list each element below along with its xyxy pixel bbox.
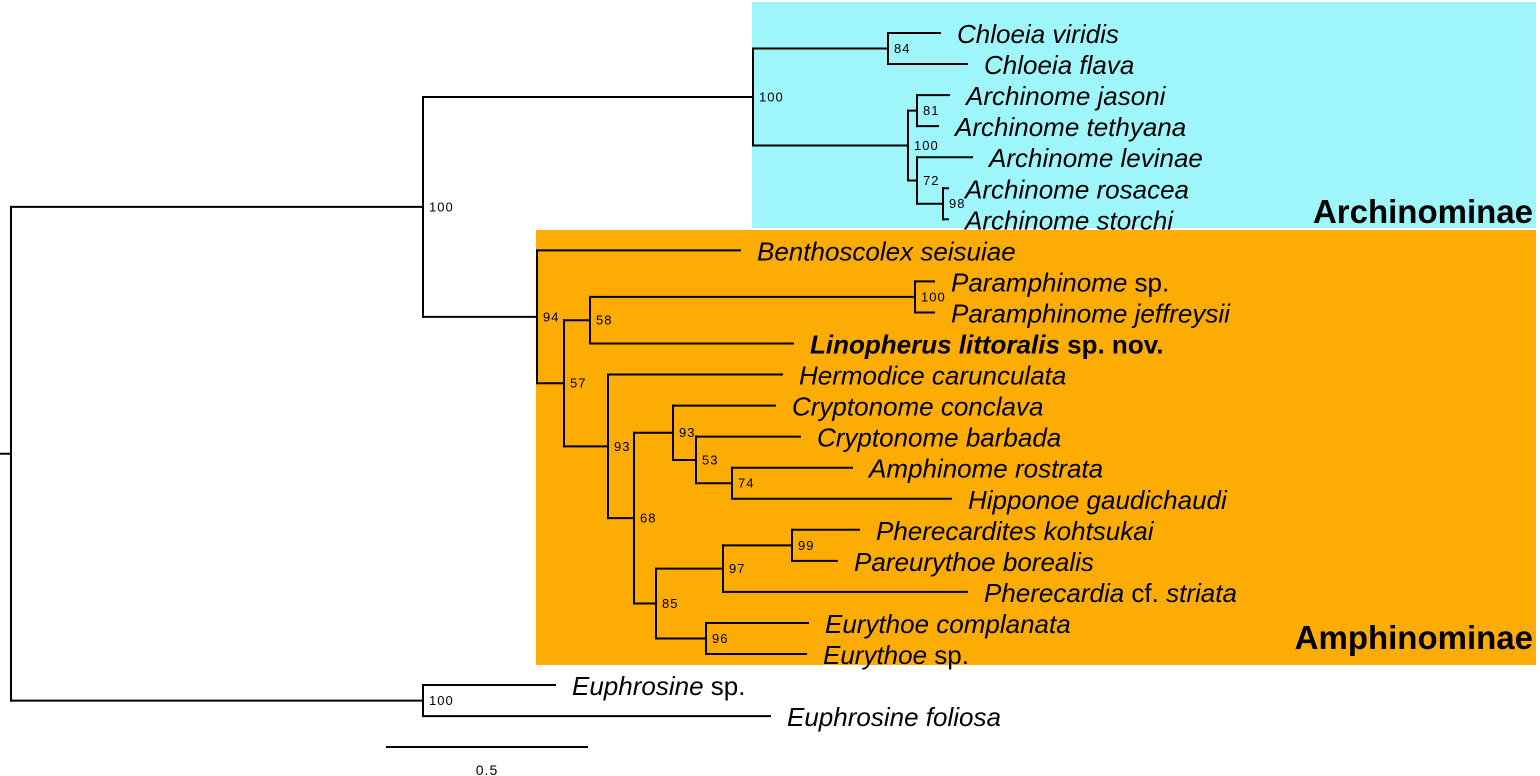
taxon-label-part: Archinome rosacea — [963, 174, 1189, 204]
support-value: 100 — [759, 89, 784, 104]
taxon-label-part: Cryptonome barbada — [817, 423, 1061, 453]
taxon-label: Cryptonome conclava — [792, 391, 1043, 421]
taxon-label: Pherecardites kohtsukai — [876, 516, 1155, 546]
taxon-label-part: sp. — [927, 640, 969, 670]
taxon-label: Hermodice carunculata — [799, 360, 1066, 390]
taxon-label-part: Paramphinome — [951, 267, 1127, 297]
support-value: 68 — [640, 511, 656, 526]
taxon-label-part: Cryptonome conclava — [792, 391, 1043, 421]
clade-label-amphinominae: Amphinominae — [1295, 619, 1533, 656]
taxon-label-part: Euphrosine — [572, 671, 704, 701]
support-value: 57 — [570, 376, 586, 391]
scale-bar-label: 0.5 — [476, 762, 498, 776]
support-value: 100 — [921, 289, 946, 304]
taxon-label-part: Chloeia flava — [984, 50, 1134, 80]
scale-bar: 0.5 — [386, 746, 588, 776]
taxon-label-part: Hermodice carunculata — [799, 360, 1066, 390]
taxon-label: Linopherus littoralis sp. nov. — [810, 329, 1163, 359]
support-value: 94 — [543, 309, 559, 324]
taxon-label-part: Eurythoe — [823, 640, 927, 670]
taxon-label-part: Pherecardia — [984, 578, 1124, 608]
support-value: 84 — [894, 41, 910, 56]
support-value: 100 — [429, 693, 454, 708]
support-value: 85 — [662, 596, 678, 611]
support-value: 58 — [596, 313, 612, 328]
support-value: 100 — [429, 199, 454, 214]
support-value: 96 — [712, 631, 728, 646]
taxon-label: Eurythoe sp. — [823, 640, 969, 670]
taxon-label: Pherecardia cf. striata — [984, 578, 1237, 608]
taxon-label-part: sp. nov. — [1060, 329, 1164, 359]
taxon-label: Benthoscolex seisuiae — [757, 236, 1016, 266]
taxon-label-part: Hipponoe gaudichaudi — [968, 485, 1228, 515]
taxon-label-part: Archinome jasoni — [964, 81, 1167, 111]
support-value: 81 — [923, 103, 939, 118]
support-value: 100 — [914, 138, 939, 153]
taxon-label-part: Pherecardites kohtsukai — [876, 516, 1155, 546]
support-value: 98 — [949, 196, 965, 211]
taxon-label-part: Paramphinome jeffreysii — [951, 298, 1231, 328]
taxon-label-part: Chloeia viridis — [957, 19, 1119, 49]
taxon-label-part: Linopherus littoralis — [810, 329, 1060, 359]
taxon-label: Archinome levinae — [987, 143, 1203, 173]
branches — [0, 32, 973, 718]
taxon-label-part: Archinome levinae — [987, 143, 1203, 173]
taxon-label-part: Amphinome rostrata — [867, 454, 1103, 484]
support-value: 53 — [702, 452, 718, 467]
taxon-label: Chloeia flava — [984, 50, 1134, 80]
support-value: 72 — [923, 173, 939, 188]
taxon-label: Euphrosine foliosa — [787, 702, 1001, 732]
taxon-label: Archinome tethyana — [953, 112, 1186, 142]
clade-box-amphinominae — [536, 230, 1536, 665]
taxon-label-part: sp. — [1127, 267, 1169, 297]
taxon-label: Hipponoe gaudichaudi — [968, 485, 1228, 515]
taxon-label: Archinome jasoni — [964, 81, 1167, 111]
taxon-label-part: Euphrosine foliosa — [787, 702, 1001, 732]
support-value: 99 — [798, 538, 814, 553]
taxon-label-part: Pareurythoe borealis — [854, 547, 1094, 577]
taxon-label-part: Archinome storchi — [963, 205, 1174, 235]
taxon-label: Pareurythoe borealis — [854, 547, 1094, 577]
clade-label-archinominae: Archinominae — [1313, 193, 1533, 230]
taxon-label-part: Archinome tethyana — [953, 112, 1186, 142]
taxon-label: Archinome rosacea — [963, 174, 1189, 204]
taxon-label: Chloeia viridis — [957, 19, 1119, 49]
taxon-label: Amphinome rostrata — [867, 454, 1103, 484]
taxon-label: Euphrosine sp. — [572, 671, 745, 701]
taxon-label: Archinome storchi — [963, 205, 1174, 235]
taxon-label: Paramphinome jeffreysii — [951, 298, 1231, 328]
taxon-label: Cryptonome barbada — [817, 423, 1061, 453]
support-value: 93 — [614, 439, 630, 454]
clade-box-archinominae — [752, 2, 1536, 228]
support-value: 97 — [729, 561, 745, 576]
taxon-label-part: Benthoscolex seisuiae — [757, 236, 1016, 266]
taxon-label-part: Eurythoe complanata — [825, 609, 1071, 639]
taxon-label: Eurythoe complanata — [825, 609, 1071, 639]
clade-backgrounds: Archinominae Amphinominae — [536, 2, 1536, 665]
taxon-label-part: sp. — [704, 671, 746, 701]
taxon-label-part: cf. — [1124, 578, 1166, 608]
taxon-label: Paramphinome sp. — [951, 267, 1169, 297]
support-value: 93 — [679, 425, 695, 440]
taxon-label-part: striata — [1166, 578, 1237, 608]
support-value: 74 — [738, 476, 754, 491]
